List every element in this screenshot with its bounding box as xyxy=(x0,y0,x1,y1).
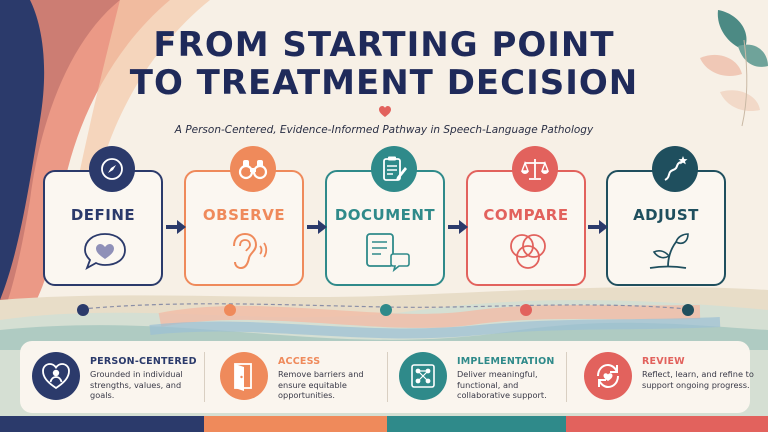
principle-body-person-centered: Grounded in individual strengths, values… xyxy=(90,369,183,400)
open-door-icon xyxy=(234,363,252,391)
step-label-document: DOCUMENT xyxy=(334,206,436,224)
step-card-compare: COMPARE xyxy=(466,146,586,286)
milestone-dot-document xyxy=(380,304,392,316)
arrow-right-icon xyxy=(307,220,327,234)
access-icon-circle xyxy=(220,352,268,400)
milestone-dot-compare xyxy=(520,304,532,316)
binoculars-badge xyxy=(230,146,276,192)
arrow-right-icon xyxy=(588,220,608,234)
title-line-2: TO TREATMENT DECISION xyxy=(129,63,639,103)
divider xyxy=(204,352,205,402)
step-label-adjust: ADJUST xyxy=(633,206,699,224)
arrow-right-icon xyxy=(166,220,186,234)
principle-body-review: Reflect, learn, and refine to support on… xyxy=(642,369,754,390)
puzzle-network-icon xyxy=(411,364,435,388)
refresh-heart-icon xyxy=(597,363,619,389)
step-card-document: DOCUMENT xyxy=(325,146,445,286)
milestone-dot-define xyxy=(77,304,89,316)
heart-person-icon xyxy=(42,363,70,390)
title-line-1: FROM STARTING POINT xyxy=(153,25,615,65)
subtitle: A Person-Centered, Evidence-Informed Pat… xyxy=(174,124,594,136)
review-icon-circle xyxy=(584,352,632,400)
venn-circles-icon xyxy=(510,234,546,269)
clipboard-pencil-icon xyxy=(383,156,407,181)
milestone-dot-adjust xyxy=(682,304,694,316)
notes-chat-icon xyxy=(366,233,410,273)
winding-path-star-icon xyxy=(664,156,688,181)
milestone-dot-observe xyxy=(224,304,236,316)
scales-icon xyxy=(521,159,549,180)
step-label-define: DEFINE xyxy=(70,206,136,224)
sprout-icon xyxy=(649,233,689,269)
ear-sound-icon xyxy=(233,232,268,270)
step-card-adjust: ADJUST xyxy=(606,146,726,286)
principle-body-access: Remove barriers and ensure equitable opp… xyxy=(278,369,364,400)
arrow-right-icon xyxy=(448,220,468,234)
principle-body-implementation: Deliver meaningful, functional, and coll… xyxy=(457,369,547,400)
divider xyxy=(566,352,567,402)
step-card-define: DEFINE xyxy=(43,146,163,286)
compass-icon xyxy=(101,158,123,180)
principle-title-access: ACCESS xyxy=(278,356,321,367)
step-card-observe: OBSERVE xyxy=(184,146,304,286)
color-bar-review xyxy=(566,416,768,432)
path-badge xyxy=(652,146,698,192)
principle-title-implementation: IMPLEMENTATION xyxy=(457,356,555,367)
color-bar-implementation xyxy=(387,416,566,432)
speech-bubble-heart-icon xyxy=(84,233,126,270)
compass-badge xyxy=(89,146,135,192)
heart-icon xyxy=(379,106,391,117)
binoculars-icon xyxy=(238,160,268,180)
step-label-compare: COMPARE xyxy=(483,206,569,224)
implementation-icon-circle xyxy=(399,352,447,400)
scales-badge xyxy=(512,146,558,192)
principle-title-review: REVIEW xyxy=(642,356,685,367)
divider xyxy=(387,352,388,402)
color-bar-person-centered xyxy=(0,416,204,432)
step-label-observe: OBSERVE xyxy=(202,206,286,224)
color-bar-access xyxy=(204,416,387,432)
principle-title-person-centered: PERSON-CENTERED xyxy=(90,356,197,367)
person-centered-icon-circle xyxy=(32,352,80,400)
clipboard-badge xyxy=(371,146,417,192)
